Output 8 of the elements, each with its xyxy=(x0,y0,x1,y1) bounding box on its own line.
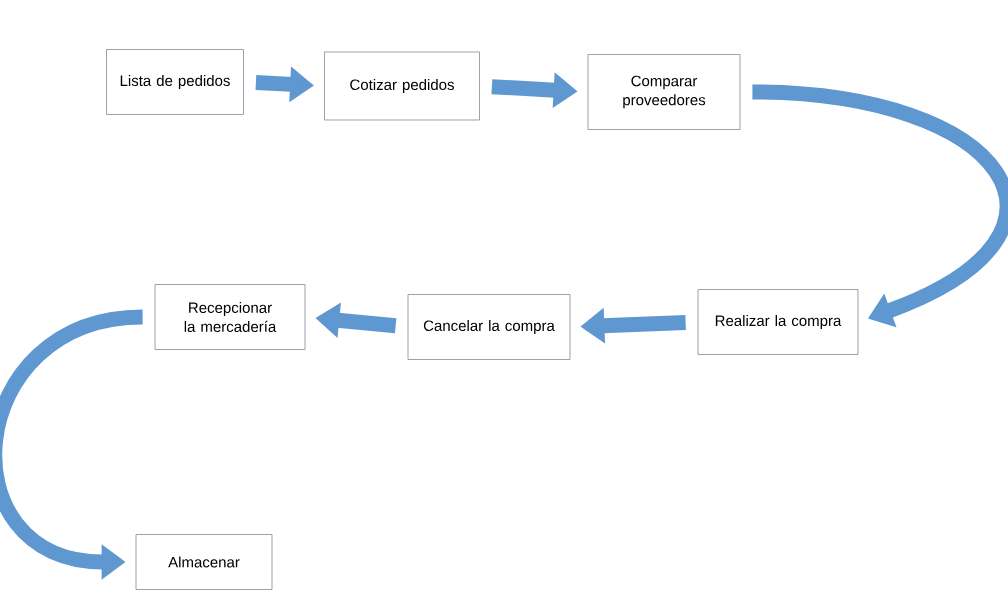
process-box: Lista de pedidos xyxy=(106,49,244,115)
process-box: Cancelar la compra xyxy=(407,294,571,360)
process-box: Realizar la compra xyxy=(697,289,859,355)
arrow xyxy=(752,84,1008,328)
process-box: Almacenar xyxy=(135,534,273,590)
process-box: Comparar proveedores xyxy=(587,54,741,130)
process-box: Recepcionar la mercadería xyxy=(154,284,306,350)
process-box: Cotizar pedidos xyxy=(324,51,480,121)
